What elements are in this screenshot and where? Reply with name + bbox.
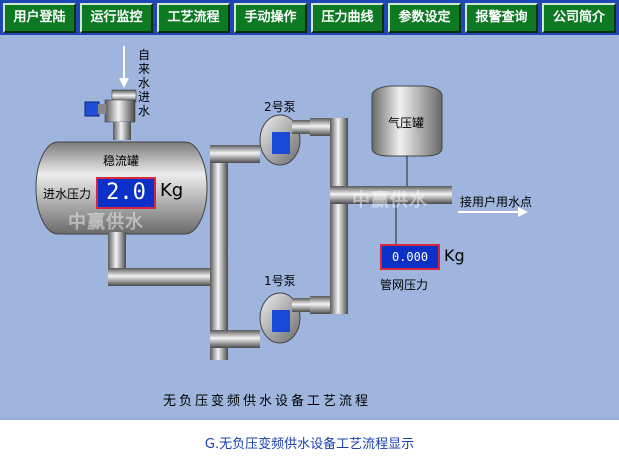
nav-user-login-button[interactable]: 用户登陆	[3, 3, 76, 33]
inlet-pressure-display: 2.0	[96, 177, 156, 209]
nav-bar: 用户登陆 运行监控 工艺流程 手动操作 压力曲线 参数设定 报警查询 公司简介	[0, 0, 619, 35]
nav-pressure-curve-button[interactable]: 压力曲线	[311, 3, 384, 33]
network-pressure-display: 0.000	[380, 244, 440, 270]
suction-manifold-pipe	[210, 145, 228, 360]
pump-2	[259, 114, 314, 166]
watermark-right: 中赢供水	[352, 190, 428, 211]
gas-tank-label: 气压罐	[388, 116, 425, 130]
nav-run-monitor-button[interactable]: 运行监控	[80, 3, 153, 33]
tank-outlet-pipe	[108, 232, 126, 278]
watermark-left: 中赢供水	[68, 212, 144, 233]
nav-company-profile-button[interactable]: 公司简介	[542, 3, 616, 33]
nav-alarm-query-button[interactable]: 报警查询	[465, 3, 538, 33]
discharge-manifold-pipe	[330, 118, 348, 314]
inlet-valve	[84, 89, 137, 140]
nav-process-flow-button[interactable]: 工艺流程	[157, 3, 230, 33]
hmi-panel: 用户登陆 运行监控 工艺流程 手动操作 压力曲线 参数设定 报警查询 公司简介	[0, 0, 619, 420]
page-caption: G.无负压变频供水设备工艺流程显示	[204, 437, 415, 452]
nav-manual-operation-button[interactable]: 手动操作	[234, 3, 307, 33]
inlet-pressure-unit: Kg	[160, 180, 184, 201]
gas-pressure-tank	[371, 85, 443, 186]
network-pressure-unit: Kg	[444, 246, 465, 265]
outlet-header-pipe	[330, 186, 452, 204]
diagram-title: 无负压变频供水设备工艺流程	[163, 394, 372, 409]
outlet-arrow	[518, 207, 528, 217]
stabilizer-tank-label: 稳流罐	[103, 154, 140, 168]
nav-parameter-settings-button[interactable]: 参数设定	[388, 3, 461, 33]
pump-2-label: 2号泵	[264, 100, 296, 114]
pump-1	[259, 292, 314, 344]
inlet-pressure-label: 进水压力	[43, 187, 92, 201]
inlet-arrow	[119, 46, 129, 88]
pump-1-label: 1号泵	[264, 274, 296, 288]
suction-header-pipe	[108, 268, 216, 286]
network-pressure-label: 管网压力	[380, 278, 429, 292]
outlet-label: 接用户用水点	[460, 195, 533, 209]
inlet-label: 自来水进水	[137, 48, 150, 118]
